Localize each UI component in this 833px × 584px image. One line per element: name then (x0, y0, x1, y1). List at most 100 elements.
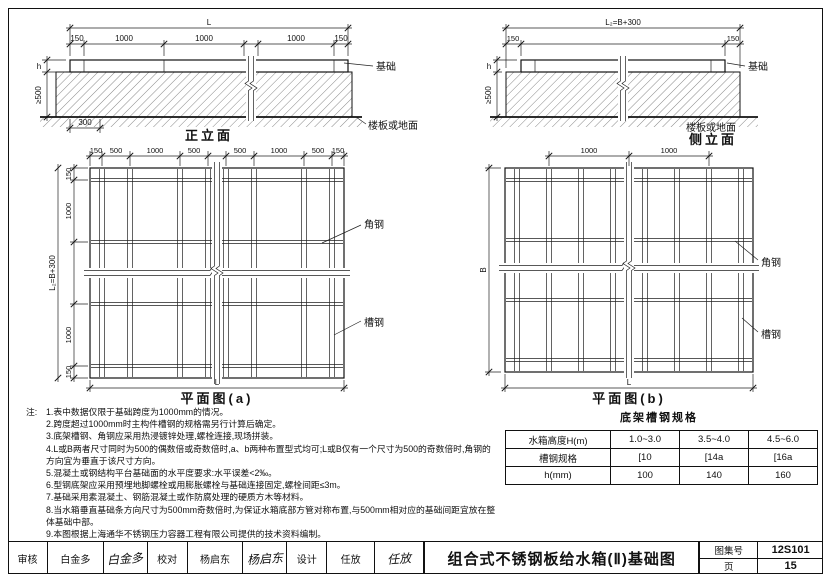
plan-b: 1000 1000 B L 角钢 槽钢 平面图(b) (479, 146, 781, 406)
dim-label: 150 (332, 146, 345, 155)
foundation-body (55, 71, 353, 118)
table-cell: 160 (748, 466, 818, 485)
break-gap (624, 162, 634, 378)
note-item: 7.基础采用素混凝土、钢筋混凝土或作防腐处理的硬质方木等材料。 (46, 492, 309, 503)
beam-joint-lines (83, 60, 335, 72)
dim-label-ge500: ≥500 (34, 86, 43, 104)
dim-label: L (215, 378, 220, 387)
dim-label: 1000 (661, 146, 678, 155)
part-label-channel-steel: 槽钢 (761, 328, 781, 341)
table-row: h(mm) 100 140 160 (505, 466, 818, 485)
table-cell: 水箱高度H(m) (505, 430, 611, 449)
sheet-border-frame (8, 8, 823, 574)
dim-label: 150 (90, 146, 103, 155)
break-line (622, 162, 631, 378)
break-line (616, 56, 625, 121)
dim-label-ge500: ≥500 (484, 86, 493, 104)
notes-section: 注: 1.表中数据仅限于基础跨度为1000mm的情况。 2.跨度超过1000mm… (26, 406, 498, 540)
dim-label: 150 (727, 34, 740, 43)
note-item: 5.混凝土或钢结构平台基础面的水平度要求:水平误差<2‰。 (46, 468, 277, 479)
notes-label: 注: (26, 407, 38, 417)
checker-label: 校对 (148, 542, 188, 574)
leader-foundation (343, 62, 374, 67)
dim-label-overall: B (479, 267, 488, 272)
break-line (249, 56, 258, 121)
plan-a: 150 500 1000 500 500 1000 500 150 150 10… (48, 146, 384, 406)
checker-name: 杨启东 (188, 542, 244, 574)
dim-label-h: h (37, 62, 41, 71)
dim-label: 150 (334, 34, 348, 43)
channel-spec-section: 底架槽钢规格 水箱高度H(m) 1.0~3.0 3.5~4.0 4.5~6.0 … (505, 410, 818, 485)
table-row: 水箱高度H(m) 1.0~3.0 3.5~4.0 4.5~6.0 (505, 430, 818, 449)
dim-label: 150 (70, 34, 84, 43)
table-cell: [14a (679, 448, 749, 467)
sheet-number-block: 图集号 12S101 页 15 (700, 542, 823, 574)
dim-label-h: h (487, 62, 491, 71)
break-line (627, 162, 636, 378)
extension-lines (493, 24, 741, 73)
break-line (244, 56, 253, 121)
page-number-label: 页 (700, 558, 759, 574)
dim-label: 500 (234, 146, 247, 155)
dim-label: 150 (507, 34, 520, 43)
break-gap (212, 162, 222, 384)
extension-lines (42, 24, 349, 133)
extension-lines (70, 167, 88, 379)
leader-angle-steel (734, 240, 759, 261)
dim-label-300: 300 (78, 118, 92, 127)
dim-label: 1000 (115, 34, 133, 43)
table-cell: [10 (610, 448, 680, 467)
page-number-value: 15 (784, 560, 797, 573)
table-row: 槽钢规格 [10 [14a [16a (505, 448, 818, 467)
signature-text: 任放 (386, 550, 412, 567)
note-item: 8.当水箱垂直基础条方向尺寸为500mm奇数倍时,为保证水箱底部方管对称布置,与… (46, 504, 496, 527)
note-item: 2.跨度超过1000mm时主构件槽钢的规格需另行计算后确定。 (46, 419, 282, 430)
part-label-floor: 楼板或地面 (368, 119, 418, 132)
dim-label: 1000 (581, 146, 598, 155)
part-label-floor: 楼板或地面 (686, 121, 736, 134)
dim-label: L (627, 378, 632, 387)
signature-text: 白金多 (106, 550, 144, 567)
table-cell: 槽钢规格 (505, 448, 611, 467)
extension-lines (485, 167, 501, 373)
leader-floor (355, 116, 367, 125)
note-item: 9.本图根据上海通华不锈钢压力容器工程有限公司提供的技术资料编制。 (46, 529, 327, 540)
note-item: 1.表中数据仅限于基础跨度为1000mm的情况。 (46, 407, 229, 417)
dim-label: L (207, 18, 212, 27)
drawing-title-front: 正立面 (185, 128, 233, 143)
dim-label: 1000 (271, 146, 288, 155)
part-label-channel-steel: 槽钢 (364, 316, 384, 329)
checker-signature: 杨启东 (243, 542, 288, 574)
leader-channel-steel (333, 320, 362, 336)
extension-lines (89, 380, 345, 392)
table-cell: 140 (679, 466, 749, 485)
dim-label: 1000 (287, 34, 305, 43)
extension-lines (504, 374, 754, 392)
table-cell: [16a (748, 448, 818, 467)
sheet-title: 组合式不锈钢板给水箱(Ⅱ)基础图 (422, 542, 701, 574)
dim-label: 1000 (64, 203, 73, 220)
reviewer-label: 审核 (8, 542, 48, 574)
drawing-title-side: 侧立面 (689, 132, 737, 147)
spec-table: 水箱高度H(m) 1.0~3.0 3.5~4.0 4.5~6.0 槽钢规格 [1… (505, 430, 818, 485)
table-cell: 3.5~4.0 (679, 430, 749, 449)
dimension-lines (496, 27, 744, 121)
break-line (210, 162, 219, 384)
dim-label: 1000 (147, 146, 164, 155)
dim-label: 1000 (195, 34, 213, 43)
dim-label: 1000 (64, 327, 73, 344)
title-block: 审核 白金多 白金多 校对 杨启东 杨启东 设计 任放 任放 组合式不锈钢板给水… (8, 541, 823, 574)
leader-floor (693, 116, 703, 126)
page-row: 页 15 (700, 558, 823, 574)
atlas-number-label: 图集号 (700, 542, 759, 558)
part-label-angle-steel: 角钢 (364, 218, 384, 231)
designer-name: 任放 (327, 542, 376, 574)
part-label-foundation: 基础 (376, 60, 396, 73)
designer-label: 设计 (287, 542, 328, 574)
note-item: 3.底架槽钢、角钢应采用热浸镀锌处理,螺栓连接,现场拼装。 (46, 431, 279, 442)
reviewer-name: 白金多 (48, 542, 104, 574)
base-beam (69, 59, 349, 73)
ground-hatch (490, 117, 758, 127)
extension-lines (89, 151, 345, 166)
